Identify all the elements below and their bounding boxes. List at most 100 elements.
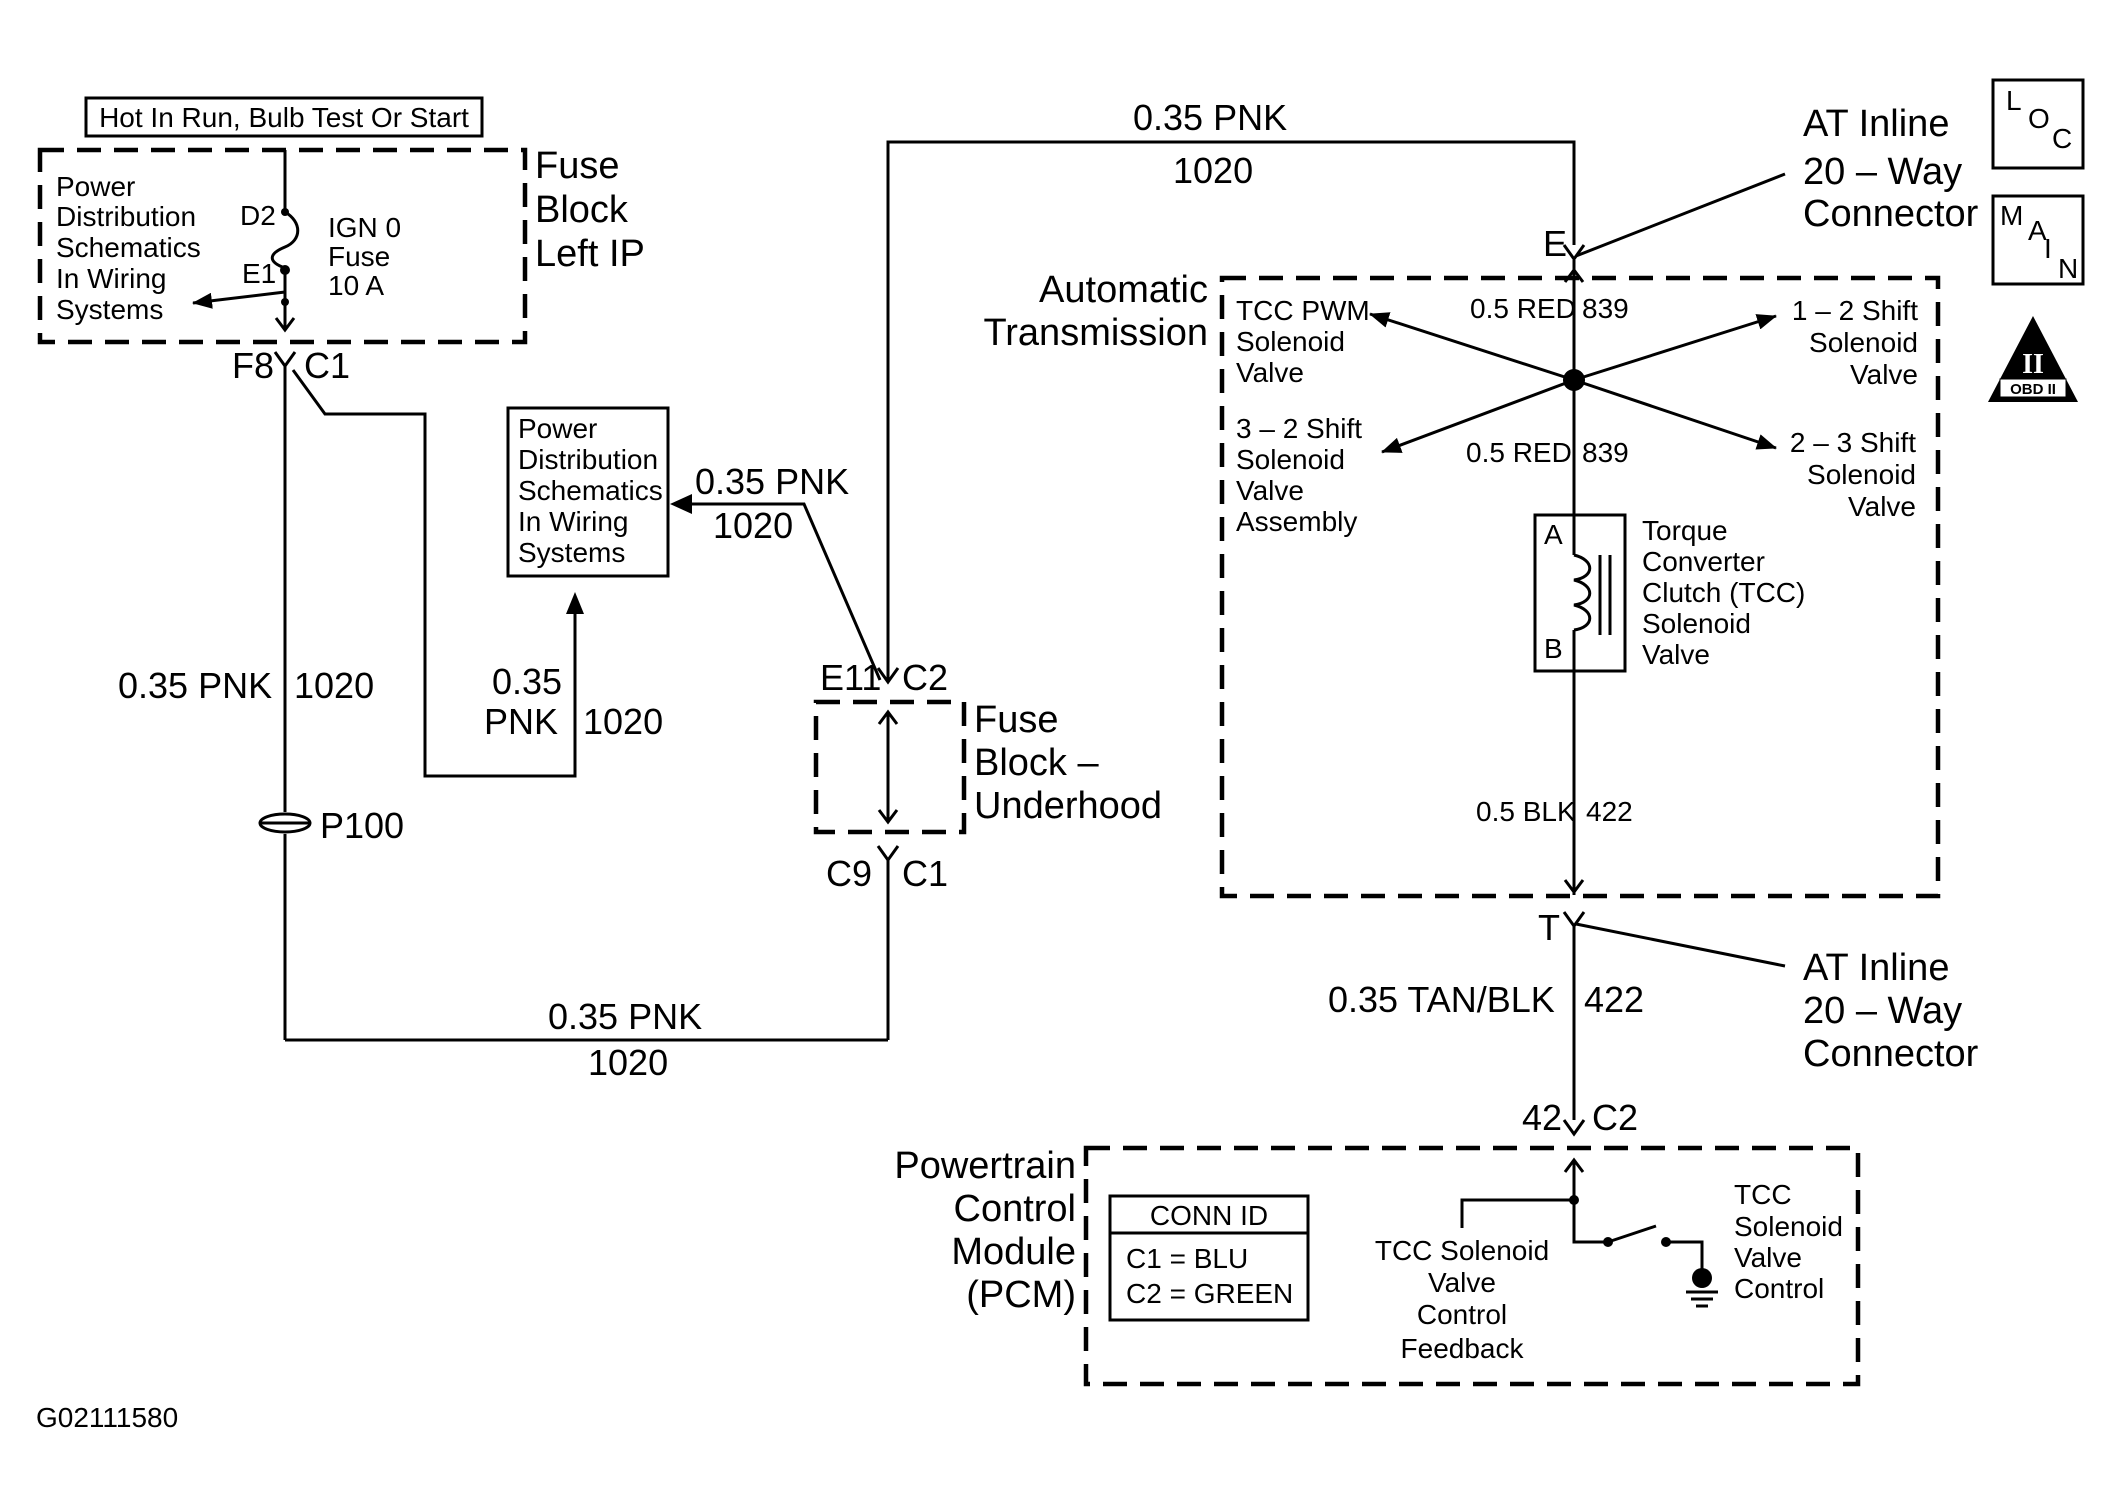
shift-12-solenoid-label: 1 – 2 Shift Solenoid Valve xyxy=(1792,295,1918,390)
svg-text:TCC Solenoid: TCC Solenoid xyxy=(1375,1235,1549,1266)
svg-text:Fuse: Fuse xyxy=(328,241,390,272)
svg-text:C2 = GREEN: C2 = GREEN xyxy=(1126,1278,1293,1309)
main-badge: M A I N xyxy=(1991,194,2085,286)
svg-text:C2: C2 xyxy=(1592,1097,1638,1138)
svg-text:Block: Block xyxy=(535,189,629,231)
svg-text:Fuse: Fuse xyxy=(974,699,1058,741)
svg-text:Assembly: Assembly xyxy=(1236,506,1357,537)
pcm-module: 42 C2 Powertrain Control Module (PCM) CO… xyxy=(894,1097,1861,1387)
svg-text:TCC: TCC xyxy=(1734,1179,1792,1210)
svg-text:0.5 BLK: 0.5 BLK xyxy=(1476,796,1576,827)
svg-text:E: E xyxy=(1543,223,1567,264)
svg-text:422: 422 xyxy=(1584,979,1644,1020)
svg-text:Distribution: Distribution xyxy=(518,444,658,475)
svg-text:In Wiring: In Wiring xyxy=(56,263,166,294)
tcc-feedback-label: TCC Solenoid Valve Control Feedback xyxy=(1375,1235,1549,1364)
svg-text:Valve: Valve xyxy=(1428,1267,1496,1298)
svg-text:Valve: Valve xyxy=(1236,475,1304,506)
svg-text:0.5 RED: 0.5 RED xyxy=(1466,437,1572,468)
svg-text:1 – 2 Shift: 1 – 2 Shift xyxy=(1792,295,1918,326)
shift-32-solenoid-label: 3 – 2 Shift Solenoid Valve Assembly xyxy=(1236,413,1362,537)
svg-text:C1: C1 xyxy=(304,345,350,386)
svg-text:C1: C1 xyxy=(902,853,948,894)
fuse-block-left-ip: Fuse Block Left IP Power Distribution Sc… xyxy=(37,145,645,345)
svg-text:20 – Way: 20 – Way xyxy=(1803,151,1962,193)
hot-in-run-label: Hot In Run, Bulb Test Or Start xyxy=(84,96,484,138)
shift-23-solenoid-label: 2 – 3 Shift Solenoid Valve xyxy=(1790,427,1916,522)
svg-text:Connector: Connector xyxy=(1803,193,1979,235)
svg-text:Schematics: Schematics xyxy=(518,475,663,506)
svg-text:M: M xyxy=(2000,200,2023,231)
wire-1020-branch: 0.35 PNK 1020 xyxy=(291,369,663,778)
svg-text:CONN ID: CONN ID xyxy=(1150,1200,1268,1231)
connector-f8-c1: F8 C1 xyxy=(232,345,350,386)
svg-text:IGN 0: IGN 0 xyxy=(328,212,401,243)
tcc-solenoid-label: Torque Converter Clutch (TCC) Solenoid V… xyxy=(1642,515,1805,670)
svg-text:0.35 PNK: 0.35 PNK xyxy=(548,996,702,1037)
svg-text:AT Inline: AT Inline xyxy=(1803,947,1949,989)
svg-text:Clutch (TCC): Clutch (TCC) xyxy=(1642,577,1805,608)
pcm-switch-circuit xyxy=(1460,1157,1718,1308)
svg-text:2 – 3 Shift: 2 – 3 Shift xyxy=(1790,427,1916,458)
svg-text:Left IP: Left IP xyxy=(535,233,645,275)
tcc-control-label: TCC Solenoid Valve Control xyxy=(1734,1179,1843,1304)
svg-text:Solenoid: Solenoid xyxy=(1807,459,1916,490)
svg-text:O: O xyxy=(2028,103,2050,134)
svg-text:1020: 1020 xyxy=(713,505,793,546)
svg-text:Solenoid: Solenoid xyxy=(1734,1211,1843,1242)
svg-text:A: A xyxy=(1544,519,1563,550)
svg-text:AT Inline: AT Inline xyxy=(1803,103,1949,145)
fuse-symbol xyxy=(192,150,300,333)
svg-text:TCC PWM: TCC PWM xyxy=(1236,295,1370,326)
svg-text:P100: P100 xyxy=(320,805,404,846)
svg-text:Torque: Torque xyxy=(1642,515,1728,546)
svg-text:In Wiring: In Wiring xyxy=(518,506,628,537)
svg-text:C2: C2 xyxy=(902,657,948,698)
svg-text:OBD II: OBD II xyxy=(2010,381,2056,398)
svg-text:C: C xyxy=(2052,123,2072,154)
svg-text:Systems: Systems xyxy=(56,294,163,325)
svg-text:10 A: 10 A xyxy=(328,270,384,301)
svg-text:Power: Power xyxy=(518,413,597,444)
svg-text:20 – Way: 20 – Way xyxy=(1803,990,1962,1032)
obd-ii-badge: II OBD II xyxy=(1988,316,2078,402)
svg-text:Fuse: Fuse xyxy=(535,145,619,187)
svg-text:0.35: 0.35 xyxy=(492,661,562,702)
svg-text:Solenoid: Solenoid xyxy=(1809,327,1918,358)
tcc-pwm-solenoid-label: TCC PWM Solenoid Valve xyxy=(1236,295,1370,388)
svg-text:Hot In Run, Bulb Test Or Start: Hot In Run, Bulb Test Or Start xyxy=(99,102,469,133)
svg-text:Valve: Valve xyxy=(1236,357,1304,388)
svg-text:1020: 1020 xyxy=(1173,150,1253,191)
loc-badge: L O C xyxy=(1991,78,2085,170)
svg-text:839: 839 xyxy=(1582,437,1629,468)
svg-text:1020: 1020 xyxy=(583,701,663,742)
svg-text:0.5 RED: 0.5 RED xyxy=(1470,293,1576,324)
svg-text:Underhood: Underhood xyxy=(974,785,1162,827)
fuse-block-underhood: E11 C2 Fuse Block – Underhood C9 C1 xyxy=(813,657,1162,1040)
svg-text:422: 422 xyxy=(1586,796,1633,827)
svg-text:Distribution: Distribution xyxy=(56,201,196,232)
svg-text:Powertrain: Powertrain xyxy=(894,1145,1076,1187)
svg-text:Block –: Block – xyxy=(974,742,1099,784)
fuse-label: IGN 0 Fuse 10 A xyxy=(328,212,401,301)
svg-text:Valve: Valve xyxy=(1848,491,1916,522)
svg-text:B: B xyxy=(1544,633,1563,664)
svg-text:Control: Control xyxy=(1417,1299,1507,1330)
svg-text:Control: Control xyxy=(954,1188,1077,1230)
svg-text:C1 = BLU: C1 = BLU xyxy=(1126,1243,1248,1274)
svg-text:Valve: Valve xyxy=(1850,359,1918,390)
svg-text:D2: D2 xyxy=(240,200,276,231)
svg-text:I: I xyxy=(2044,233,2052,264)
wire-1020-to-ref: 0.35 PNK 1020 xyxy=(670,461,882,681)
svg-text:Valve: Valve xyxy=(1642,639,1710,670)
svg-text:(PCM): (PCM) xyxy=(966,1274,1076,1316)
svg-text:II: II xyxy=(2022,349,2044,380)
svg-text:0.35 PNK: 0.35 PNK xyxy=(1133,97,1287,138)
at-inline-connector-bottom: T AT Inline 20 – Way Connector xyxy=(1538,907,1979,1075)
svg-text:E11: E11 xyxy=(820,657,881,698)
svg-text:Control: Control xyxy=(1734,1273,1824,1304)
automatic-transmission: Automatic Transmission 0.5 RED 839 0.5 R… xyxy=(983,260,1941,899)
svg-text:Solenoid: Solenoid xyxy=(1642,608,1751,639)
svg-text:E1: E1 xyxy=(242,258,276,289)
